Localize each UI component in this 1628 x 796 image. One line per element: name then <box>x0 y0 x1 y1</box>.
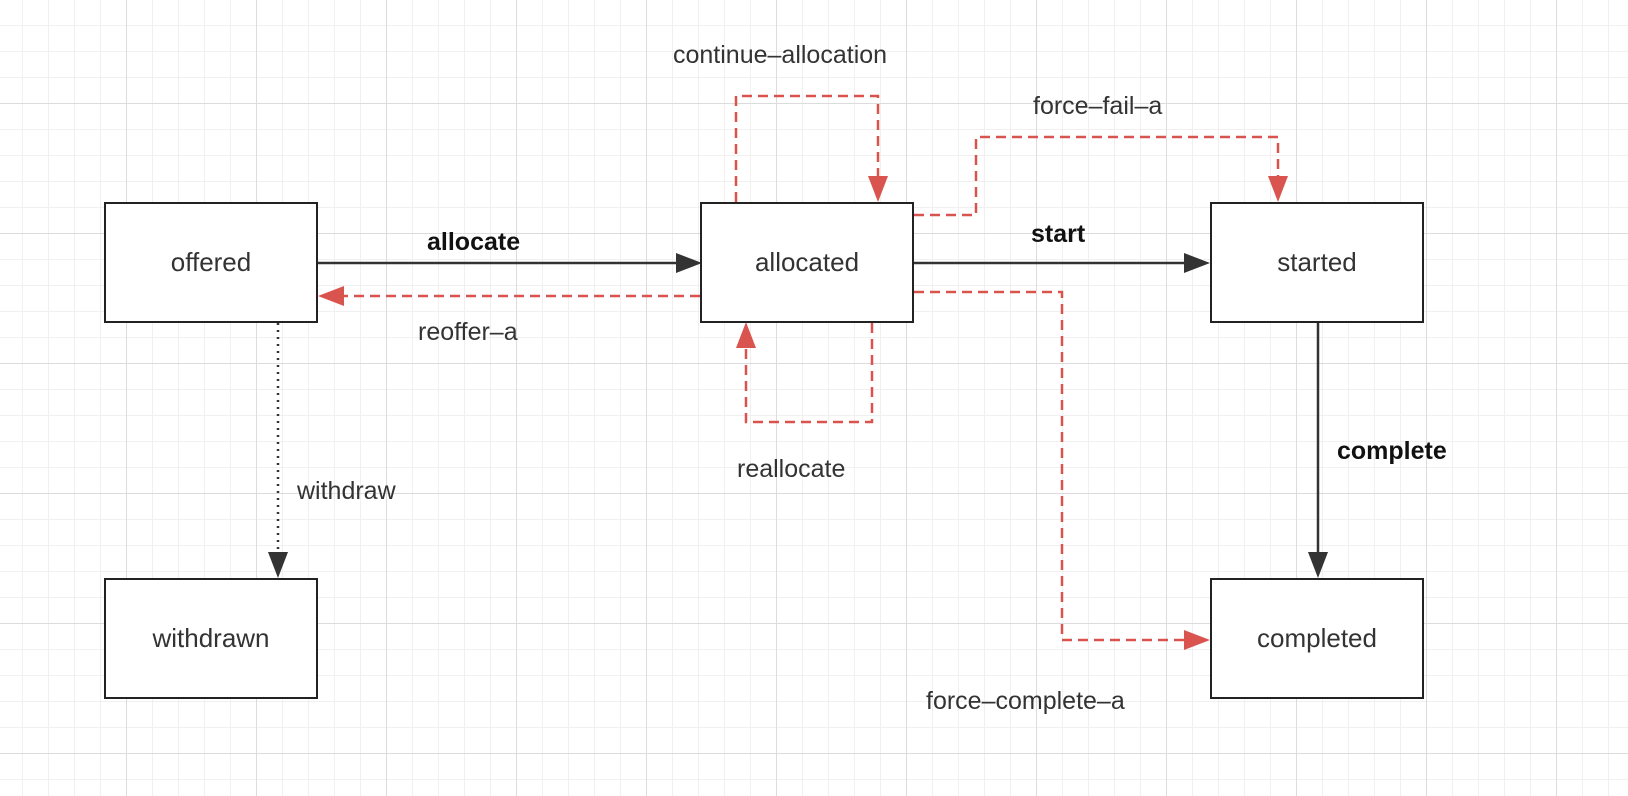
edge-allocate <box>318 253 702 273</box>
edge-force-fail <box>914 135 1288 217</box>
label-start: start <box>1031 220 1086 248</box>
state-completed-label: completed <box>1257 623 1377 653</box>
state-allocated: allocated <box>700 202 914 323</box>
edge-continue-allocation <box>734 94 888 202</box>
state-withdrawn-label: withdrawn <box>152 623 270 653</box>
state-started-label: started <box>1277 247 1357 277</box>
edge-force-complete <box>914 290 1210 650</box>
label-continue-allocation: continue–allocation <box>673 41 888 69</box>
edge-reallocate <box>736 322 874 424</box>
label-reoffer: reoffer–a <box>418 318 518 346</box>
label-force-fail: force–fail–a <box>1033 92 1163 120</box>
label-complete: complete <box>1337 437 1447 465</box>
state-allocated-label: allocated <box>754 247 860 277</box>
label-allocate: allocate <box>427 228 521 256</box>
edge-complete <box>1308 323 1328 578</box>
state-started: started <box>1210 202 1424 323</box>
label-reallocate: reallocate <box>737 455 846 483</box>
state-completed: completed <box>1210 578 1424 699</box>
label-force-complete: force–complete–a <box>926 687 1125 715</box>
state-offered-label: offered <box>170 247 252 277</box>
label-withdraw: withdraw <box>297 477 396 505</box>
edge-start <box>914 253 1210 273</box>
edge-withdraw <box>268 323 288 578</box>
state-offered: offered <box>104 202 318 323</box>
edge-reoffer <box>318 286 700 306</box>
state-withdrawn: withdrawn <box>104 578 318 699</box>
